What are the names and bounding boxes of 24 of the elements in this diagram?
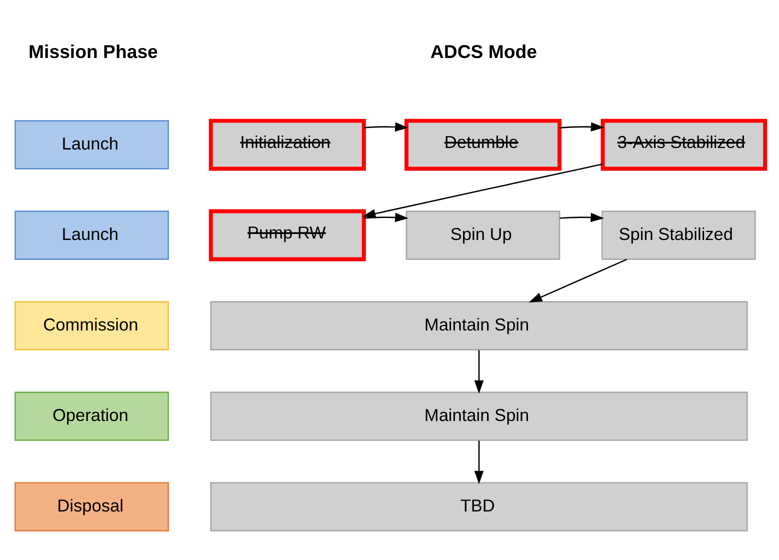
label: ADCS Mode bbox=[430, 40, 537, 62]
node-box: Maintain Spin bbox=[210, 391, 748, 440]
node-box: 3-Axis Stabilized bbox=[600, 118, 768, 170]
arrow bbox=[528, 258, 627, 302]
arrow bbox=[362, 163, 602, 218]
arrow bbox=[560, 212, 604, 222]
arrow bbox=[474, 350, 484, 394]
arrow bbox=[559, 122, 604, 132]
node-box: Pump RW bbox=[208, 208, 366, 261]
label: Mission Phase bbox=[28, 40, 158, 62]
node-box: Initialization bbox=[208, 118, 366, 170]
node-box: Spin Stabilized bbox=[601, 210, 756, 260]
node-box: TBD bbox=[210, 482, 748, 531]
node-box: Maintain Spin bbox=[210, 300, 748, 350]
node-box: Launch bbox=[14, 210, 169, 260]
arrow bbox=[474, 440, 484, 484]
arrow bbox=[364, 212, 408, 222]
node-box: Spin Up bbox=[406, 210, 560, 260]
node-box: Disposal bbox=[14, 482, 169, 531]
node-box: Detumble bbox=[404, 118, 562, 170]
node-box: Commission bbox=[14, 300, 169, 350]
node-box: Launch bbox=[14, 120, 169, 169]
arrow bbox=[364, 122, 408, 132]
node-box: Operation bbox=[14, 391, 169, 440]
